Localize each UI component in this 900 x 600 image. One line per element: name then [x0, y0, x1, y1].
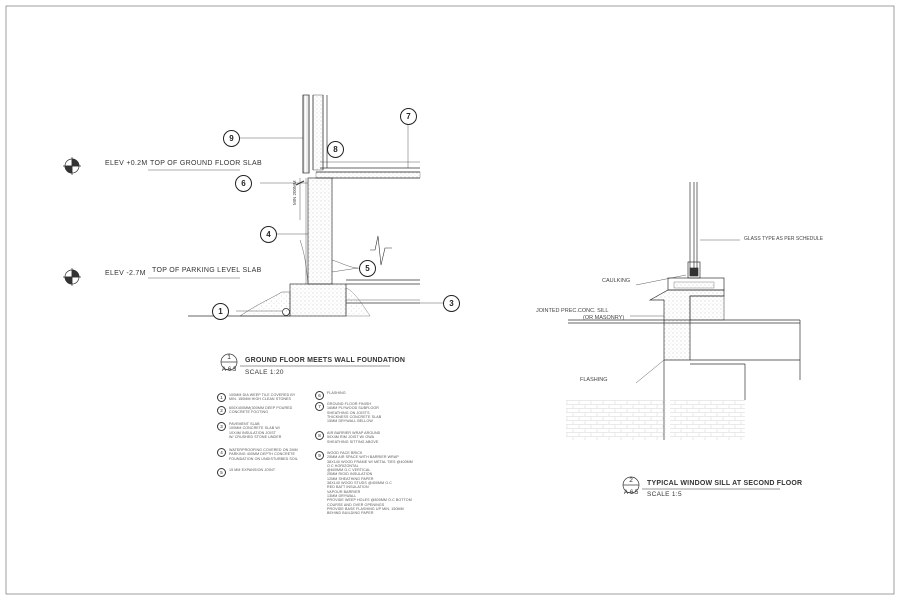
note-7: 7 GROUND FLOOR FINISH 16MM PLYWOOD SUBFL… — [315, 402, 381, 423]
callout-tag-7: 7 — [400, 108, 417, 125]
elevation-marker-lower — [63, 268, 81, 286]
note-3: 3 PAVEMENT SLAB 100MM CONCRETE SLAB W/ 1… — [217, 422, 281, 439]
note-5-number: 5 — [217, 468, 226, 477]
callout-tag-3: 3 — [443, 295, 460, 312]
note-9-number: 9 — [315, 451, 324, 460]
wall-foundation-detail — [63, 94, 444, 371]
note-7-text: GROUND FLOOR FINISH 16MM PLYWOOD SUBFLOO… — [327, 402, 382, 424]
note-1-number: 1 — [217, 393, 226, 402]
note-6: 6 FLASHING — [315, 391, 346, 400]
detail-1-number: 1 — [227, 354, 231, 361]
sill-label-line-1: JOINTED PREC.CONC. SILL — [536, 308, 609, 314]
note-6-text: FLASHING — [327, 391, 346, 395]
note-8-text: AIR BARRIER WRAP AROUND 50X4M RIM JOIST … — [327, 431, 381, 444]
elevation-lower-level: ELEV -2.7M — [105, 270, 146, 277]
callout-tag-1: 1 — [212, 303, 229, 320]
detail-2-sheet: A-6.5 — [623, 490, 639, 496]
note-8: 8 AIR BARRIER WRAP AROUND 50X4M RIM JOIS… — [315, 431, 380, 444]
note-4-number: 4 — [217, 448, 226, 457]
note-1-text: 100MM DIA WEEP TILE COVERED BY MIN. 150M… — [229, 393, 296, 402]
detail-2-title: TYPICAL WINDOW SILL AT SECOND FLOOR — [647, 480, 803, 487]
callout-tag-9: 9 — [223, 130, 240, 147]
note-5-text: 15 MM EXPANSION JOINT — [229, 468, 276, 472]
note-4: 4 WATERPROOFING COVERED ON 2MM PARKING 4… — [217, 448, 298, 461]
detail-2-number: 2 — [629, 477, 633, 484]
callout-tag-8: 8 — [327, 141, 344, 158]
detail-1-title: GROUND FLOOR MEETS WALL FOUNDATION — [245, 357, 406, 364]
detail-1-sheet: A-6.3 — [221, 367, 237, 373]
note-3-text: PAVEMENT SLAB 100MM CONCRETE SLAB W/ 10X… — [229, 422, 282, 439]
elevation-marker-upper — [63, 157, 81, 175]
detail-1-scale: SCALE 1:20 — [245, 369, 284, 376]
sill-label-line-2: (OR MASONRY) — [583, 315, 625, 321]
note-7-number: 7 — [315, 402, 324, 411]
note-2-number: 2 — [217, 406, 226, 415]
note-8-number: 8 — [315, 431, 324, 440]
elevation-lower-label: TOP OF PARKING LEVEL SLAB — [152, 267, 262, 274]
note-3-number: 3 — [217, 422, 226, 431]
dimension-label: MIN 200MM — [292, 180, 297, 205]
elevation-upper-level: ELEV +0.2M — [105, 160, 148, 167]
note-1: 1 100MM DIA WEEP TILE COVERED BY MIN. 15… — [217, 393, 295, 402]
flashing-label: FLASHING — [580, 377, 608, 383]
callout-tag-6: 6 — [235, 175, 252, 192]
caulking-label: CAULKING — [602, 278, 631, 284]
sheet-border — [5, 5, 895, 595]
glass-label: GLASS TYPE AS PER SCHEDULE — [744, 236, 824, 242]
elevation-upper-label: TOP OF GROUND FLOOR SLAB — [150, 160, 262, 167]
detail-2-scale: SCALE 1:5 — [647, 491, 682, 498]
note-9: 9 WOOD FACE BRICK 25MM AIR SPACE WITH BA… — [315, 451, 413, 515]
callout-tag-5: 5 — [359, 260, 376, 277]
note-9-text: WOOD FACE BRICK 25MM AIR SPACE WITH BARR… — [327, 451, 413, 516]
note-2-text: 600X400MM(300MM DEEP POURED CONCRETE FOO… — [229, 406, 293, 415]
note-4-text: WATERPROOFING COVERED ON 2MM PARKING 400… — [229, 448, 299, 461]
window-sill-detail — [566, 182, 801, 494]
note-6-number: 6 — [315, 391, 324, 400]
note-2: 2 600X400MM(300MM DEEP POURED CONCRETE F… — [217, 406, 292, 415]
callout-tag-4: 4 — [260, 226, 277, 243]
note-5: 5 15 MM EXPANSION JOINT — [217, 468, 275, 477]
